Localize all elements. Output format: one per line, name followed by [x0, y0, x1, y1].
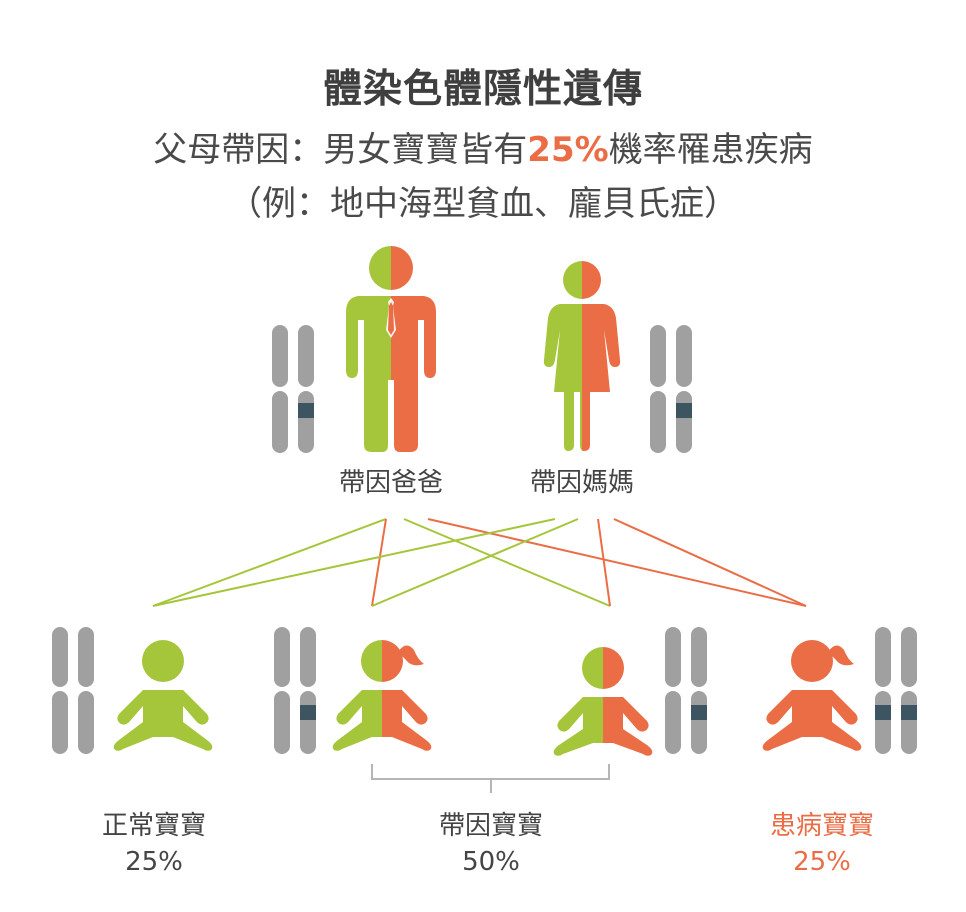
chromosome-icon	[274, 691, 290, 754]
chromosome-icon	[272, 391, 288, 453]
mother-figure-icon	[543, 261, 621, 451]
inheritance-lines	[152, 518, 807, 607]
chromosome-icon	[676, 325, 692, 387]
line-green	[152, 518, 556, 607]
chromosome-icon	[691, 627, 707, 687]
carrier-baby-percent: 50%	[462, 847, 520, 877]
chromosome-icon	[691, 691, 707, 754]
chromosome-icon	[300, 627, 316, 687]
gene-band	[676, 403, 692, 418]
chromosome-icon	[300, 691, 316, 754]
carrier-bracket	[371, 764, 610, 793]
line-orange	[597, 518, 611, 607]
affected-baby-percent: 25%	[793, 847, 851, 877]
line-orange	[427, 518, 807, 607]
affected-girl-chromosomes	[875, 627, 917, 754]
chromosome-icon	[875, 691, 891, 754]
chromosome-icon	[875, 627, 891, 687]
normal-baby-chromosomes	[52, 627, 94, 754]
chromosome-icon	[901, 691, 917, 754]
chromosome-icon	[665, 627, 681, 687]
subtitle-before: 父母帶因：男女寶寶皆有	[153, 130, 528, 170]
mother-chromosome-pair	[650, 325, 692, 453]
chromosome-icon	[272, 325, 288, 387]
line-green	[371, 518, 579, 607]
normal-baby-percent: 25%	[125, 847, 183, 877]
chromosome-icon	[78, 691, 94, 754]
chromosome-icon	[52, 627, 68, 687]
carrier-baby-label: 帶因寶寶	[438, 811, 543, 841]
mother-label: 帶因媽媽	[529, 468, 634, 498]
baby-girl-icon	[332, 640, 432, 751]
chromosome-icon	[665, 691, 681, 754]
line-orange	[371, 518, 387, 607]
baby-boy-icon	[553, 647, 653, 756]
father-figure-icon	[346, 246, 436, 452]
carrier-girl-chromosomes	[274, 627, 316, 754]
normal-baby-label: 正常寶寶	[101, 811, 206, 841]
father-label: 帶因爸爸	[338, 468, 443, 498]
gene-band	[691, 705, 707, 720]
subtitle-highlight: 25%	[527, 130, 609, 170]
baby-girl-icon	[762, 640, 862, 751]
chromosome-icon	[298, 391, 314, 453]
subtitle: 父母帶因：男女寶寶皆有25%機率罹患疾病	[0, 122, 966, 171]
chromosome-icon	[298, 325, 314, 387]
chromosome-icon	[676, 391, 692, 453]
line-green	[152, 518, 387, 607]
line-green	[403, 518, 611, 607]
gene-band	[875, 705, 891, 720]
chromosome-icon	[52, 691, 68, 754]
gene-band	[901, 705, 917, 720]
line-orange	[613, 518, 807, 607]
affected-baby-label: 患病寶寶	[769, 811, 874, 841]
subtitle-after: 機率罹患疾病	[608, 130, 813, 170]
carrier-boy-chromosomes	[665, 627, 707, 754]
chromosome-icon	[274, 627, 290, 687]
example-note: （例：地中海型貧血、龐貝氏症）	[228, 184, 738, 224]
gene-band	[298, 403, 314, 418]
chromosome-icon	[901, 627, 917, 687]
baby-boy-icon	[113, 640, 213, 751]
father-chromosome-pair	[272, 325, 314, 453]
chromosome-icon	[78, 627, 94, 687]
chromosome-icon	[650, 325, 666, 387]
page-title: 體染色體隱性遺傳	[322, 67, 643, 112]
chromosome-icon	[650, 391, 666, 453]
gene-band	[300, 705, 316, 720]
